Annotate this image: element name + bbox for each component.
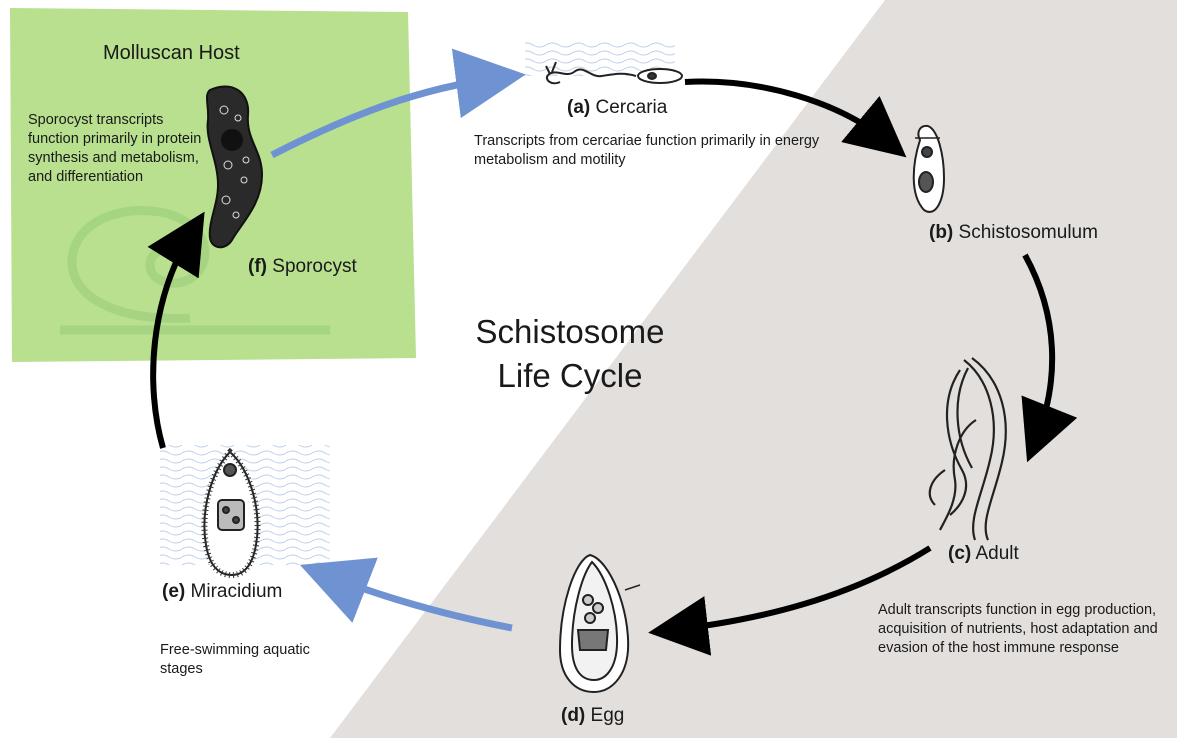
stage-name-f: Sporocyst [272, 256, 356, 277]
molluscan-host-title: Molluscan Host [103, 42, 240, 65]
stage-name-b: Schistosomulum [959, 222, 1098, 243]
stage-label-egg: (d) Egg [561, 705, 624, 727]
free-swimming-note: Free-swimming aquatic stages [160, 641, 310, 679]
title-line-2: Life Cycle [420, 354, 720, 398]
stage-name-e: Miracidium [191, 581, 283, 602]
stage-name-d: Egg [591, 705, 625, 726]
stage-letter-b: (b) [929, 222, 953, 243]
stage-label-sporocyst: (f) Sporocyst [248, 256, 357, 278]
stage-letter-f: (f) [248, 256, 267, 277]
adult-note: Adult transcripts function in egg produc… [878, 601, 1173, 658]
stage-letter-d: (d) [561, 705, 585, 726]
sporocyst-note: Sporocyst transcripts function primarily… [28, 111, 218, 187]
stage-letter-e: (e) [162, 581, 185, 602]
stage-name-a: Cercaria [596, 97, 668, 118]
cercaria-note: Transcripts from cercariae function prim… [474, 132, 864, 170]
stage-label-miracidium: (e) Miracidium [162, 581, 282, 603]
title-line-1: Schistosome [420, 310, 720, 354]
stage-letter-c: (c) [948, 543, 971, 564]
diagram-title: Schistosome Life Cycle [420, 310, 720, 398]
stage-letter-a: (a) [567, 97, 590, 118]
stage-name-c: Adult [975, 543, 1018, 564]
stage-label-adult: (c) Adult [948, 543, 1019, 565]
stage-label-cercaria: (a) Cercaria [567, 97, 667, 119]
stage-label-schistosomulum: (b) Schistosomulum [929, 222, 1098, 244]
